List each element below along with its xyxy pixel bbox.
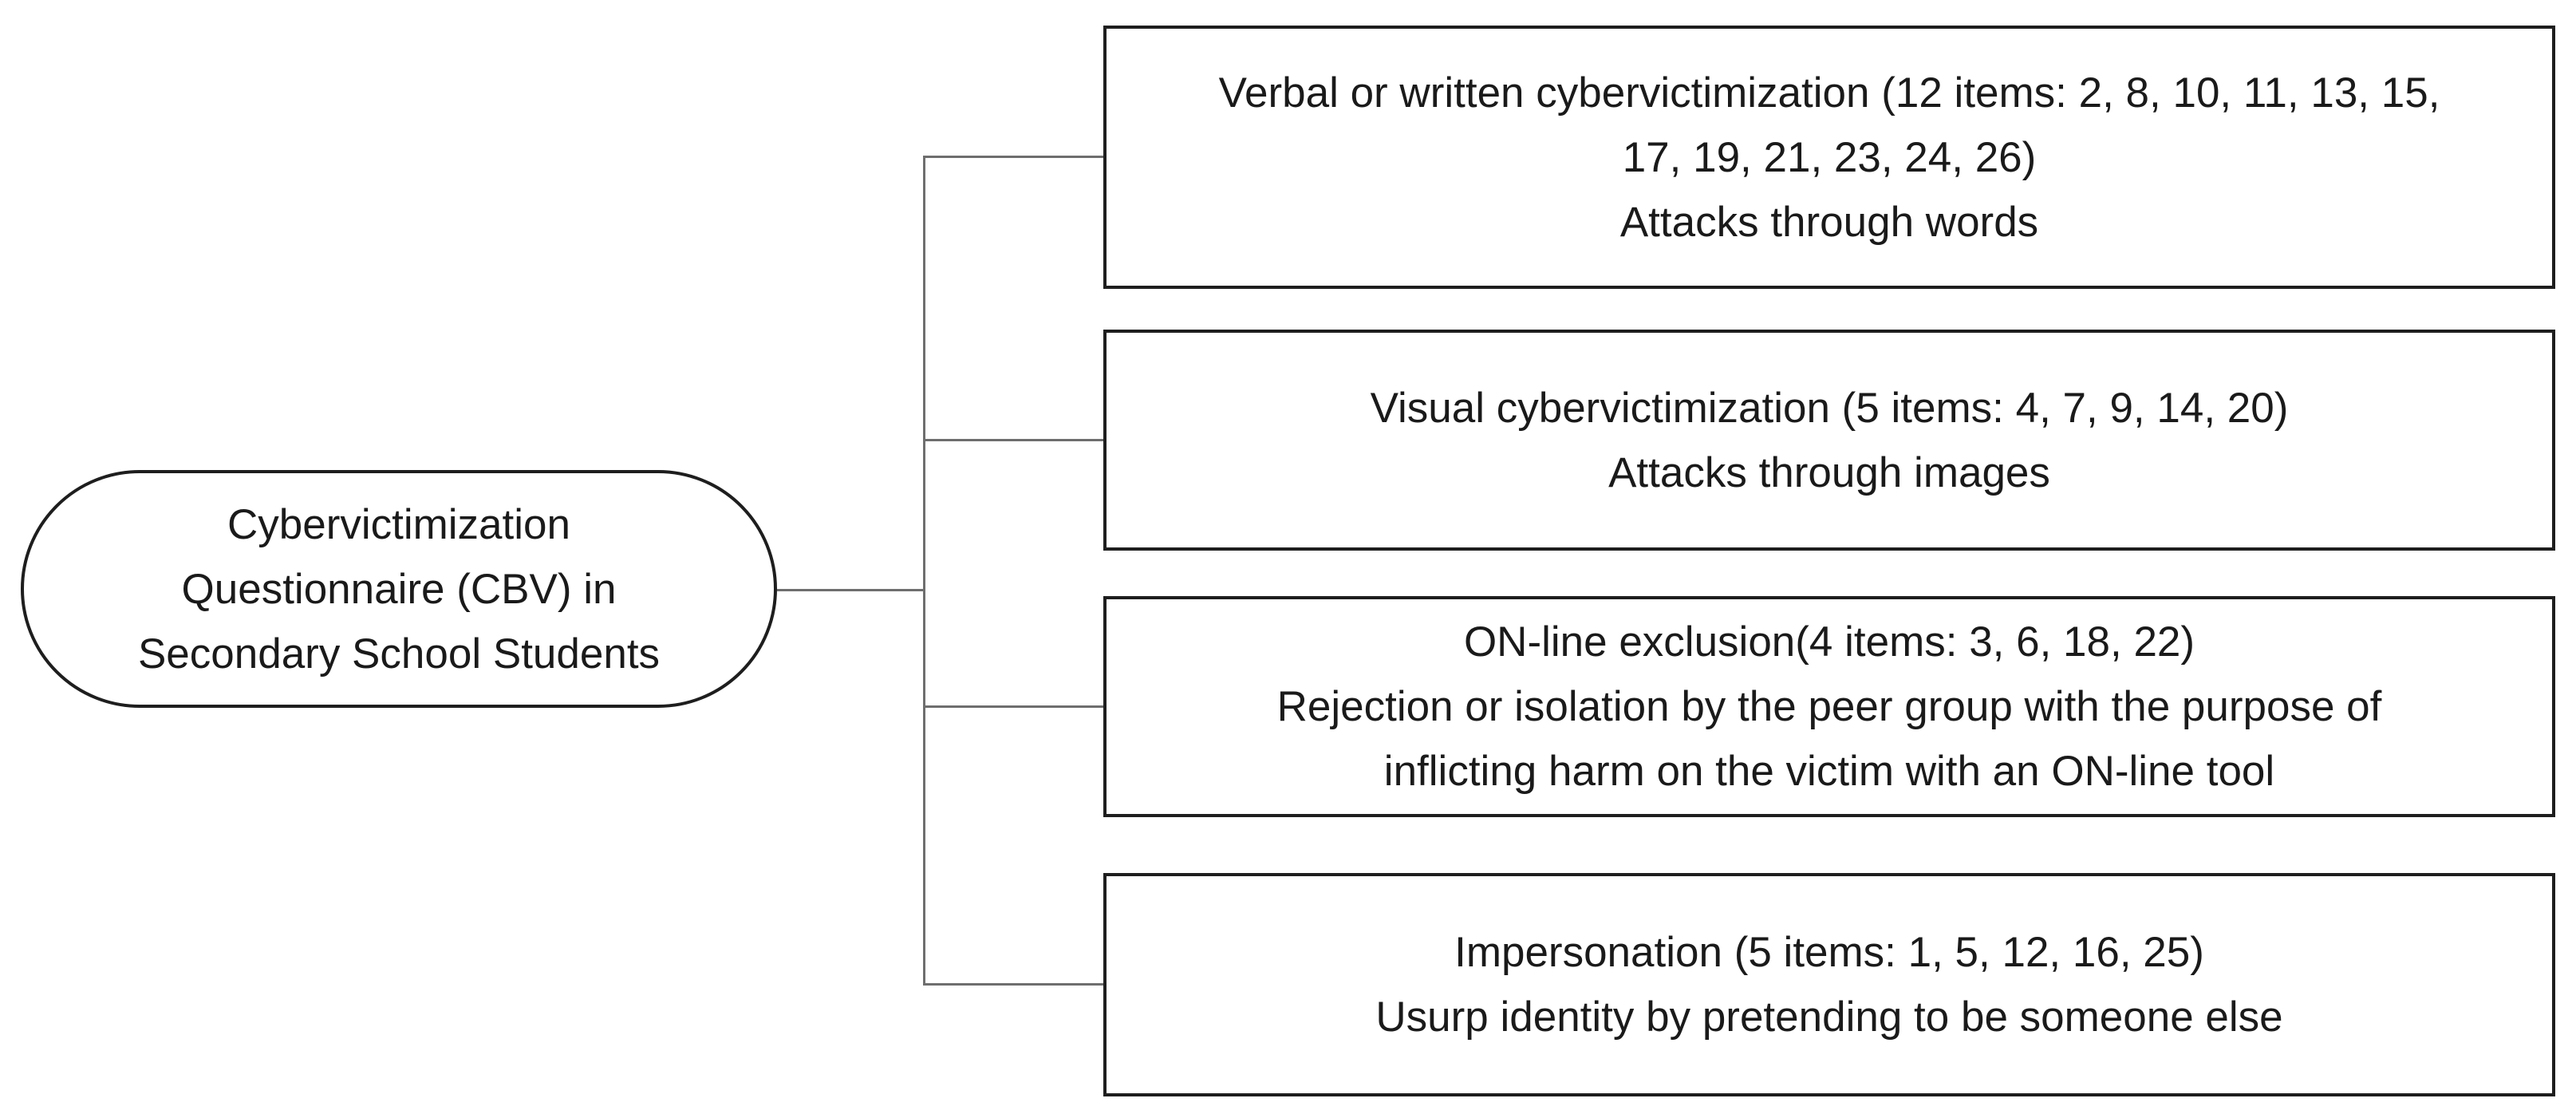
- box-impersonation: Impersonation (5 items: 1, 5, 12, 16, 25…: [1103, 873, 2555, 1096]
- category-description-line: Rejection or isolation by the peer group…: [1276, 683, 2382, 730]
- root-node-line: Cybervictimization: [227, 500, 570, 548]
- connector-root-to-spine: [777, 589, 925, 591]
- box-visual-cybervictimization: Visual cybervictimization (5 items: 4, 7…: [1103, 330, 2555, 551]
- connector-spine: [923, 156, 925, 986]
- category-description-line: inflicting harm on the victim with an ON…: [1383, 748, 2275, 795]
- connector-branch-verbal: [923, 156, 1106, 158]
- connector-branch-exclusion: [923, 705, 1106, 708]
- root-node-line: Questionnaire (CBV) in: [181, 565, 617, 613]
- category-title-line: ON-line exclusion(4 items: 3, 6, 18, 22): [1463, 618, 2195, 666]
- category-title-line: Verbal or written cybervictimization (12…: [1218, 69, 2440, 117]
- category-description-line: Usurp identity by pretending to be someo…: [1375, 994, 2283, 1041]
- category-description-line: Attacks through words: [1619, 198, 2039, 246]
- connector-branch-visual: [923, 439, 1106, 441]
- connector-branch-impersonation: [923, 983, 1106, 986]
- root-node-cbv-questionnaire: Cybervictimization Questionnaire (CBV) i…: [21, 470, 777, 708]
- root-node-line: Secondary School Students: [137, 630, 661, 678]
- category-title-line: Impersonation (5 items: 1, 5, 12, 16, 25…: [1454, 929, 2204, 976]
- category-title-line: 17, 19, 21, 23, 24, 26): [1622, 133, 2037, 181]
- category-description-line: Attacks through images: [1608, 448, 2050, 496]
- box-online-exclusion: ON-line exclusion(4 items: 3, 6, 18, 22)…: [1103, 596, 2555, 817]
- category-title-line: Visual cybervictimization (5 items: 4, 7…: [1370, 384, 2289, 432]
- box-verbal-written-cybervictimization: Verbal or written cybervictimization (12…: [1103, 26, 2555, 289]
